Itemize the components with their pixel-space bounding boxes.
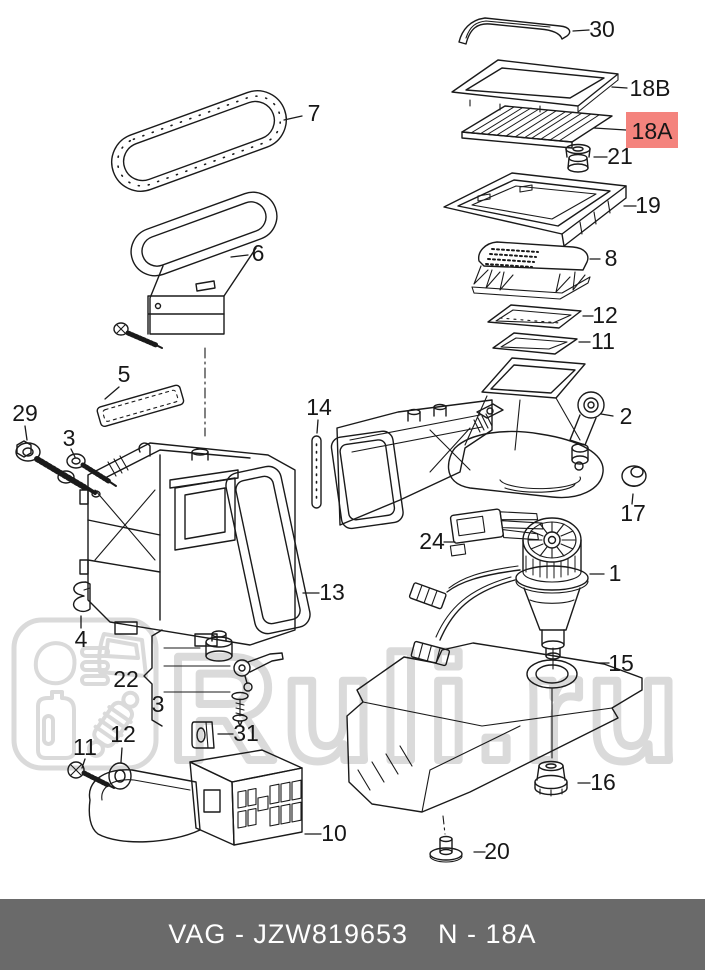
highlighted-callout-18A[interactable]: 18A (626, 112, 678, 148)
part-11-screw (67, 761, 115, 789)
part-14-rod (311, 435, 322, 509)
part-7-seal (111, 90, 287, 192)
part-2-blower-housing (330, 357, 605, 530)
footer-bar: VAG - JZW819653 N - 18A (0, 899, 705, 970)
part-label-24: 24 (419, 528, 445, 554)
part-label-11a: 11 (73, 734, 97, 760)
part-label-31: 31 (233, 720, 259, 746)
part-label-20: 20 (484, 838, 510, 864)
diagram-lines (15, 17, 647, 863)
oil-can-icon (36, 690, 76, 760)
part-label-1: 1 (609, 560, 622, 586)
watermark: Ruli.ru (11, 617, 685, 796)
part-label-17: 17 (620, 500, 646, 526)
part-18B-frame (451, 59, 619, 113)
part-label-12a: 12 (110, 721, 136, 747)
part-label-30: 30 (589, 16, 615, 42)
part-3-screw-left (66, 453, 117, 487)
part-labels: 7 6 5 29 3 14 13 4 22 3 31 11 12 10 30 1… (12, 16, 670, 864)
car-door-icon (97, 632, 148, 678)
footer-part-code: VAG - JZW819653 (168, 919, 409, 949)
part-30-cover-strip (458, 17, 571, 45)
part-18A-filter (461, 105, 613, 149)
part-label-29: 29 (12, 400, 38, 426)
part-label-13: 13 (319, 579, 345, 605)
headlight-icon (33, 641, 77, 686)
part-label-21: 21 (607, 143, 633, 169)
part-label-8: 8 (605, 245, 618, 271)
part-label-22: 22 (113, 666, 139, 692)
part-label-16: 16 (590, 769, 616, 795)
part-label-4: 4 (75, 626, 88, 652)
leader-lines (24, 29, 637, 853)
part-label-3b: 3 (152, 691, 165, 717)
part-15-cover-panel (346, 642, 643, 835)
watermark-text: Ruli.ru (168, 624, 685, 792)
part-label-6: 6 (252, 240, 265, 266)
part-19-tray (443, 172, 627, 247)
part-17-grommet (621, 465, 647, 487)
shock-absorber-icon (86, 690, 140, 758)
part-label-12b: 12 (592, 302, 618, 328)
part-11-gasket (492, 332, 578, 355)
footer-page-ref: N - 18A (438, 919, 537, 949)
part-20-push-pin (429, 835, 463, 863)
part-label-2: 2 (620, 403, 633, 429)
part-label-18A[interactable]: 18A (632, 118, 674, 144)
part-31-clip (191, 721, 215, 749)
part-12-gasket (487, 304, 582, 329)
part-label-11b: 11 (591, 328, 615, 354)
part-22-lever-set (143, 629, 284, 727)
part-label-7: 7 (308, 100, 321, 126)
part-8-grille (471, 241, 591, 300)
part-5-gasket (96, 384, 185, 428)
part-label-14: 14 (306, 394, 332, 420)
highlight-18a-bg[interactable] (626, 112, 678, 148)
part-label-5: 5 (118, 361, 131, 387)
part-label-10: 10 (321, 820, 347, 846)
part-label-19: 19 (635, 192, 661, 218)
part-29-bolt (15, 440, 101, 498)
part-label-15: 15 (608, 650, 634, 676)
part-10-footwell-duct (88, 749, 303, 846)
part-6-duct (113, 191, 278, 437)
watermark-logo (11, 617, 159, 771)
part-label-18B: 18B (630, 75, 671, 101)
part-21-grommet (565, 143, 591, 173)
part-4-clip (73, 581, 91, 613)
part-label-3a: 3 (63, 425, 76, 451)
part-16-nut (534, 760, 568, 797)
part-13-heater-box (79, 442, 311, 647)
